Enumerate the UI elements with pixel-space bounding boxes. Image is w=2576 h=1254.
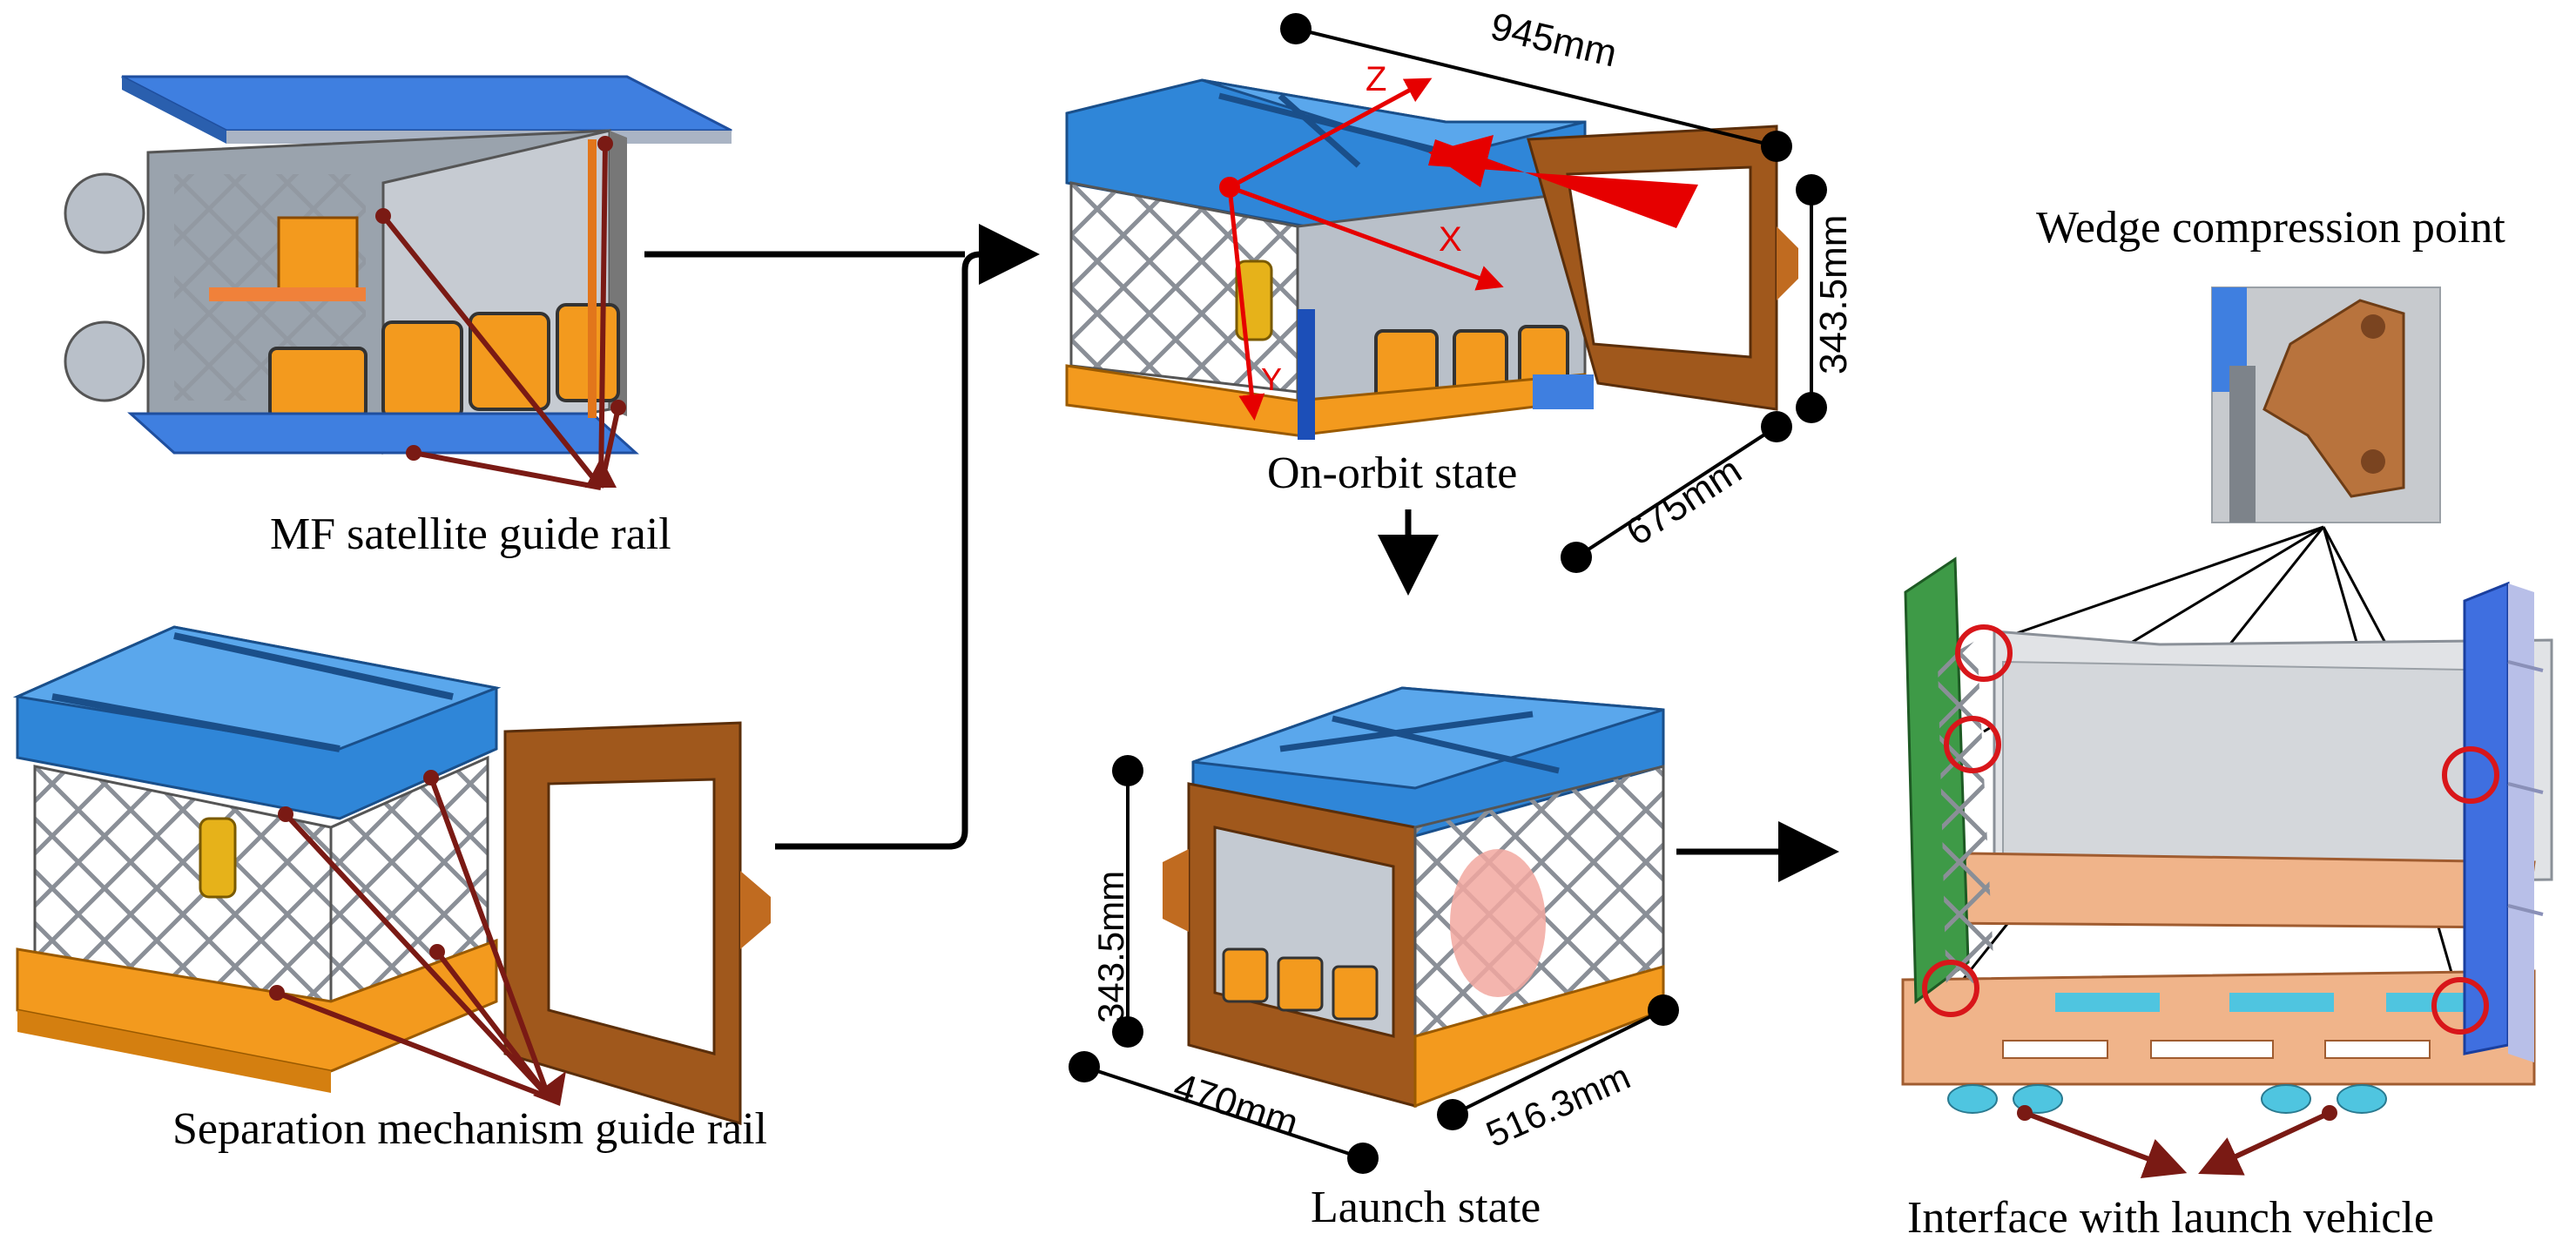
mf-rail-pointers: [375, 136, 626, 490]
z-axis-label: Z: [1366, 60, 1386, 98]
interface-pointers: [2017, 1105, 2337, 1178]
orbit-height-label: 343.5mm: [1812, 215, 1855, 374]
y-axis-label: Y: [1261, 361, 1282, 397]
mf-rail-caption: MF satellite guide rail: [270, 509, 671, 559]
separation-rail-caption: Separation mechanism guide rail: [172, 1104, 767, 1154]
launch-dimension-lines: [1083, 771, 1664, 1160]
flow-connector-left: [644, 224, 1040, 850]
wedge-detail-photo: [2211, 287, 2441, 523]
interface-illustration: [1901, 556, 2553, 1114]
orbit-dimension-lines: [1295, 27, 1813, 559]
launch-dimension-endpoints: [1069, 755, 1679, 1174]
interface-caption: Interface with launch vehicle: [1907, 1193, 2434, 1243]
orbit-length-label: 945mm: [1487, 5, 1621, 76]
on-orbit-caption: On-orbit state: [1267, 448, 1517, 498]
mf-satellite-illustration: [64, 75, 732, 455]
x-axis-label: X: [1439, 220, 1462, 259]
separation-mechanism-illustration: [12, 625, 771, 1126]
wedge-circles: [1922, 624, 2499, 1035]
launch-state-illustration: [1163, 686, 1665, 1109]
orbit-dimension-endpoints: [1280, 13, 1827, 573]
launch-height-label: 343.5mm: [1090, 871, 1131, 1023]
coordinate-axes: [1219, 78, 1504, 421]
wedge-caption: Wedge compression point: [2036, 203, 2505, 253]
launch-caption: Launch state: [1311, 1183, 1541, 1232]
separation-rail-pointers: [269, 770, 566, 1106]
launch-width-label: 470mm: [1169, 1065, 1304, 1145]
on-orbit-illustration: [1065, 78, 1798, 440]
orbit-depth-label: 675mm: [1619, 448, 1750, 554]
